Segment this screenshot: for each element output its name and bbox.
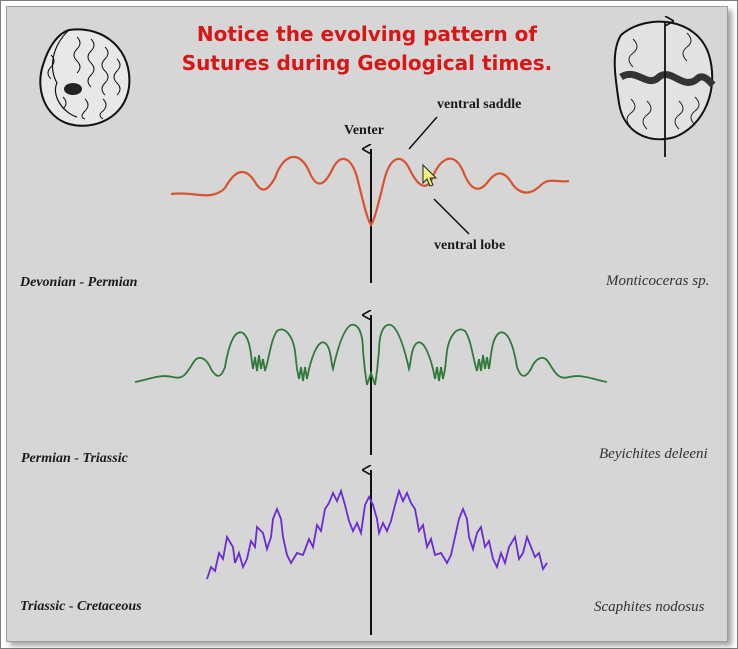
mouse-cursor-icon xyxy=(422,163,438,187)
era-label-permian-triassic: Permian - Triassic xyxy=(21,451,128,466)
ventral-saddle-pointer xyxy=(408,116,438,150)
ventral-lobe-pointer xyxy=(433,198,470,235)
ammonite-side-view-icon xyxy=(39,28,131,127)
ventral-lobe-label: ventral lobe xyxy=(434,238,506,253)
headline-line-2: Sutures during Geological times. xyxy=(181,51,553,75)
suture-line-permian-triassic xyxy=(134,323,608,386)
ammonite-front-view-icon xyxy=(613,21,716,157)
venter-label: Venter xyxy=(344,123,384,138)
ventral-saddle-label: ventral saddle xyxy=(437,97,522,112)
headline-line-1: Notice the evolving pattern of xyxy=(196,22,538,46)
era-label-triassic-cretaceous: Triassic - Cretaceous xyxy=(20,599,142,614)
era-label-devonian-permian: Devonian - Permian xyxy=(20,275,138,290)
species-label-beyichites: Beyichites deleeni xyxy=(599,446,708,462)
slide-panel: Notice the evolving pattern of Sutures d… xyxy=(6,6,728,642)
suture-diagram-graphics xyxy=(39,7,716,635)
suture-line-triassic-cretaceous xyxy=(206,488,548,580)
species-label-scaphites: Scaphites nodosus xyxy=(594,599,705,615)
slide-headline: Notice the evolving pattern of Sutures d… xyxy=(157,20,577,78)
species-label-monticoceras: Monticoceras sp. xyxy=(606,273,710,289)
suture-line-devonian-permian xyxy=(170,155,570,227)
